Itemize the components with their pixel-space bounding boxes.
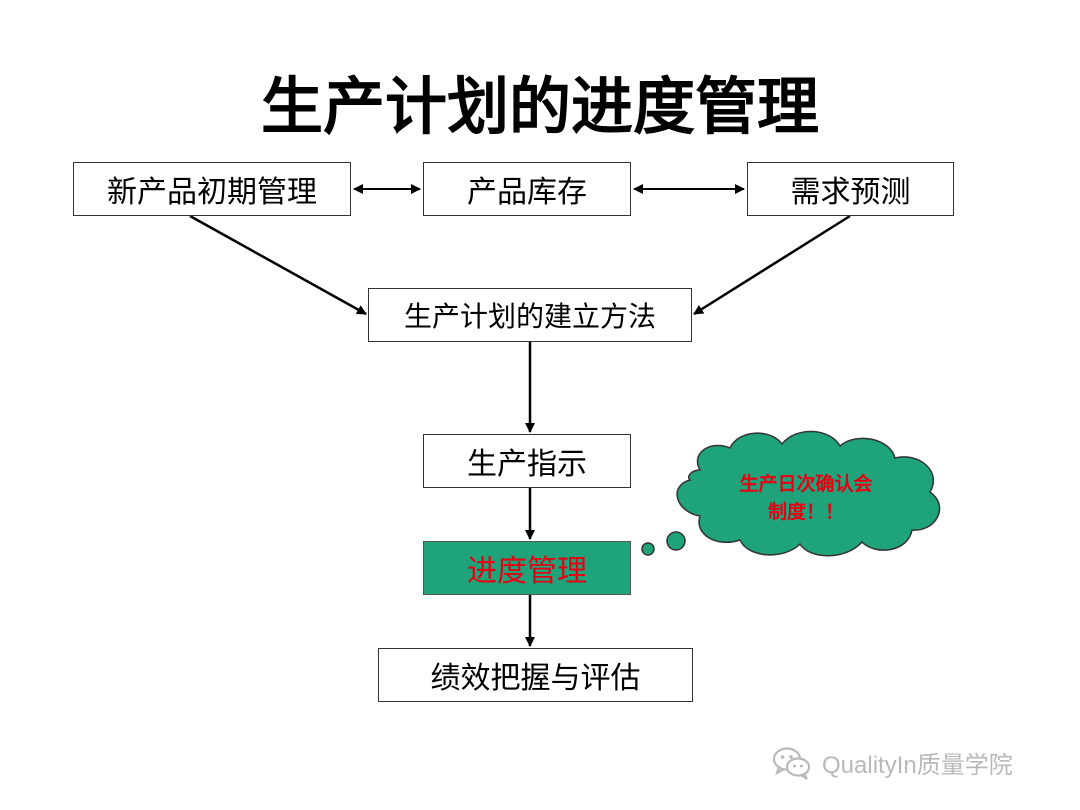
arrow-demand-to-method: [693, 214, 851, 316]
box-progress-management: 进度管理: [423, 541, 631, 595]
page-title: 生产计划的进度管理: [260, 70, 819, 143]
box-performance-label: 绩效把握与评估: [430, 661, 641, 696]
box-demand-forecast: 需求预测: [747, 162, 954, 216]
box-method-label: 生产计划的建立方法: [403, 300, 656, 333]
box-progress-label: 进度管理: [467, 554, 587, 589]
thought-cloud: [619, 430, 941, 561]
watermark: QualityIn质量学院: [770, 740, 1013, 784]
box-performance-evaluation: 绩效把握与评估: [378, 648, 693, 702]
callout-line-2: 制度！！: [767, 501, 844, 523]
watermark-text: QualityIn质量学院: [822, 751, 1013, 779]
box-new-product-label: 新产品初期管理: [107, 175, 317, 210]
cloud-bubble-large: [666, 531, 686, 551]
box-plan-method: 生产计划的建立方法: [368, 288, 692, 342]
callout-text: 生产日次确认会 制度！！: [688, 470, 924, 526]
cloud-bubble-medium: [641, 542, 655, 556]
box-instruction-label: 生产指示: [467, 447, 587, 482]
callout-line-1: 生产日次确认会: [739, 473, 873, 495]
box-production-instruction: 生产指示: [423, 434, 631, 488]
box-inventory-label: 产品库存: [467, 175, 587, 210]
box-demand-label: 需求预测: [790, 175, 911, 210]
box-product-inventory: 产品库存: [423, 162, 631, 216]
arrow-new-to-method: [189, 214, 367, 316]
box-new-product-management: 新产品初期管理: [73, 162, 351, 216]
wechat-icon: [772, 747, 811, 780]
